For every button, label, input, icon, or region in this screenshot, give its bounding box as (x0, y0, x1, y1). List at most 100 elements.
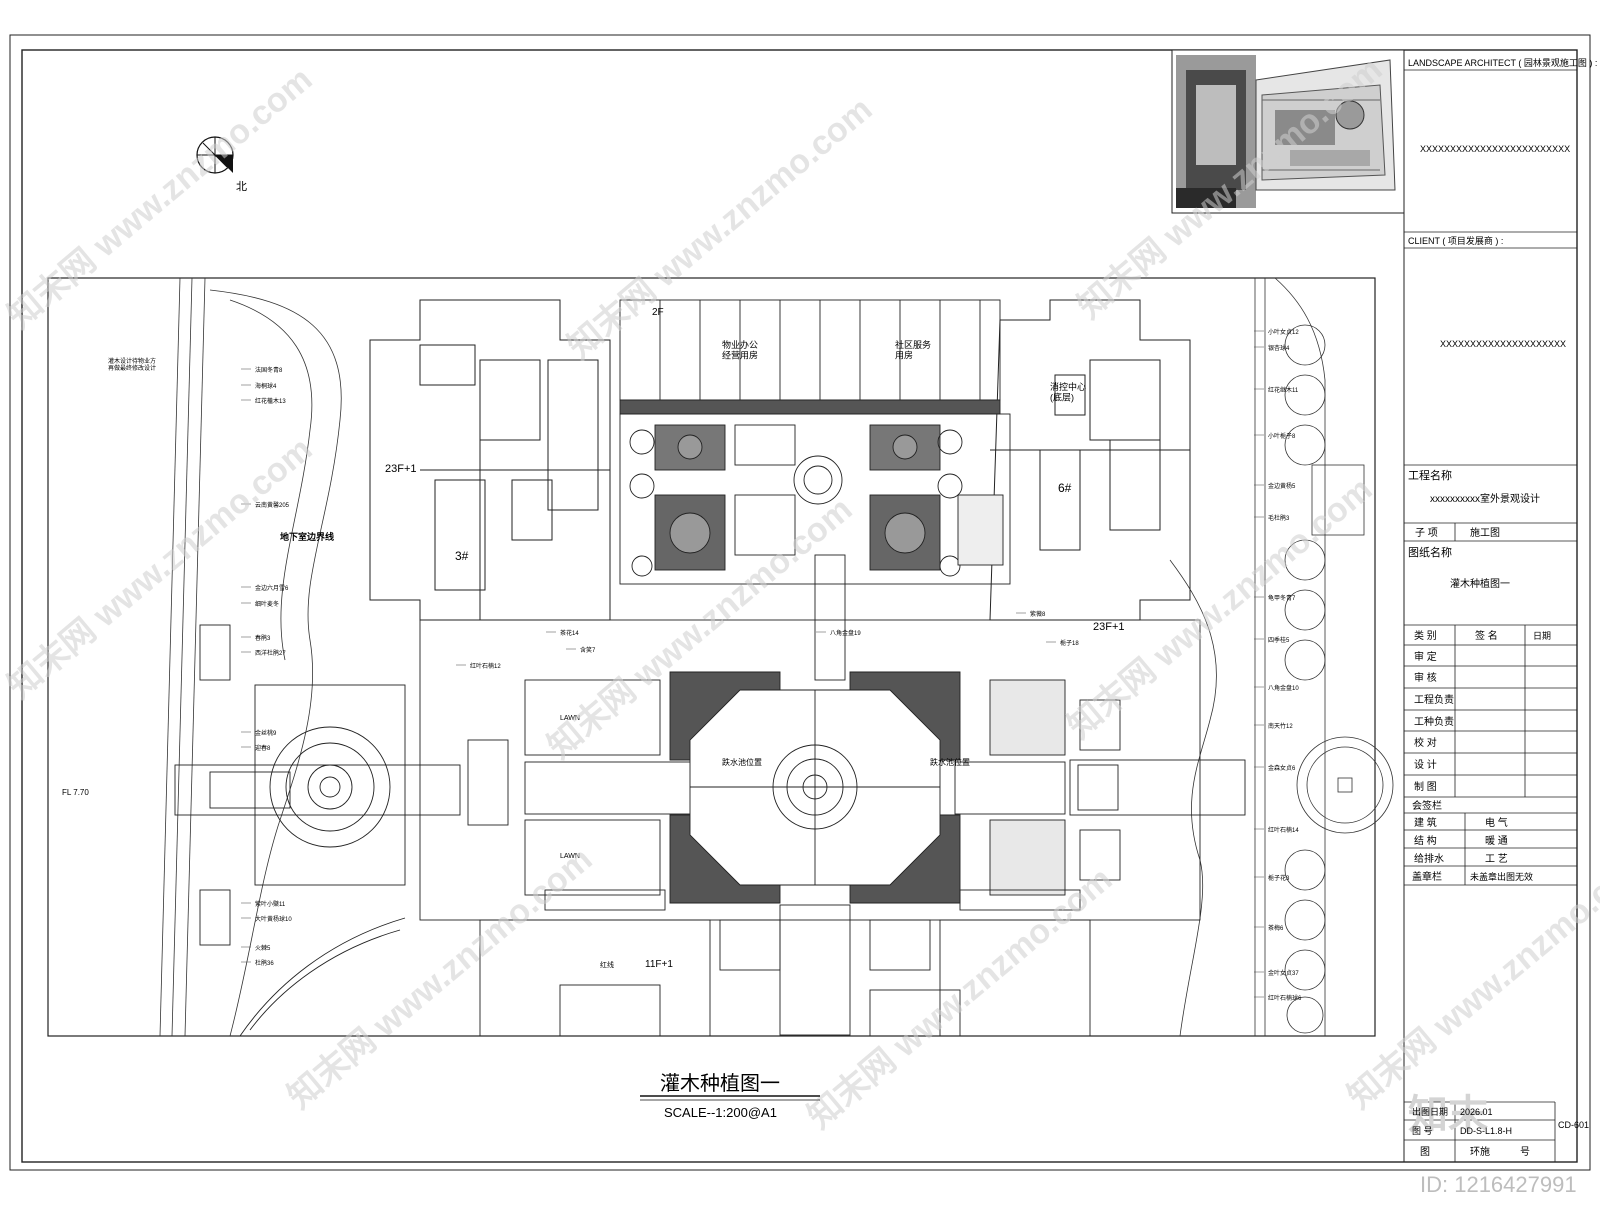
sign-row: 审 核 (1414, 671, 1437, 684)
plant-callout-label: 海桐球4 (255, 382, 277, 390)
building-6-tag: 6# (1058, 481, 1072, 495)
plant-callout-label: 茶梅6 (1268, 924, 1284, 932)
plant-callout-label: 栀子18 (1060, 639, 1079, 647)
plant-callout-label: 红花檵木13 (255, 397, 286, 405)
east-entry (1069, 699, 1246, 881)
plant-callout-label: 金森女贞6 (1268, 764, 1296, 772)
sign-row: 工种负责 (1414, 715, 1454, 728)
seal-value: 未盖章出图无效 (1470, 871, 1533, 882)
main-title: 灌木种植图一 (660, 1072, 780, 1095)
stamp-text: 知末 (1408, 1093, 1488, 1137)
plant-callout-label: 大叶黄杨球10 (255, 915, 292, 923)
building-6-floors: 23F+1 (1093, 621, 1125, 633)
sign-header-date: 日期 (1533, 631, 1551, 641)
image-id: ID: 1216427991 (1420, 1172, 1577, 1197)
plant-callout-label: 西洋杜鹃27 (255, 649, 286, 657)
second-floor-label: 2F (652, 307, 664, 318)
central-plaza (419, 619, 1201, 1036)
sign-row: 制 图 (1414, 780, 1437, 793)
north-label: 北 (236, 180, 247, 193)
sign-header-signature: 签 名 (1475, 629, 1498, 642)
discipline: 建 筑 (1414, 816, 1437, 829)
plant-callout-label: 金叶女贞37 (1268, 969, 1299, 977)
plant-callout-label: 小叶女贞12 (1268, 328, 1299, 336)
sub-item-label: 子 项 (1415, 527, 1438, 539)
plant-callout-label: 红叶石楠14 (1268, 826, 1299, 834)
lower-area (239, 917, 1091, 1037)
plant-callout-label: 南天竹12 (1268, 722, 1293, 730)
drawing-no-value: DD-S-L1.8-H (1460, 1126, 1512, 1136)
elevation-label: FL 7.70 (62, 788, 89, 797)
pool-position-label-1: 跌水池位置 (722, 757, 762, 767)
plant-callout-label: 毛杜鹃3 (1268, 514, 1290, 522)
basement-line-label: 地下室边界线 (280, 531, 334, 542)
pool-position-label-2: 跌水池位置 (930, 757, 970, 767)
plant-callout-label: 火棘5 (255, 944, 271, 952)
client-value: XXXXXXXXXXXXXXXXXXXXX (1440, 339, 1566, 349)
sign-row: 工程负责 (1414, 693, 1454, 706)
project-name-label: 工程名称 (1408, 468, 1452, 482)
watermark: 知末网 www.znzmo.com (1061, 470, 1380, 746)
site-boundary (159, 277, 1326, 1037)
plant-callout-label: 红叶石楠球6 (1268, 994, 1302, 1002)
podium-floors-label: 11F+1 (645, 959, 673, 970)
scale-label: SCALE--1:200@A1 (664, 1105, 777, 1120)
bottom-label: 号 (1520, 1146, 1530, 1158)
architect-value: XXXXXXXXXXXXXXXXXXXXXXXXX (1420, 144, 1570, 154)
date-label: 出图日期 (1412, 1106, 1448, 1117)
plant-callout-label: 迎春8 (255, 744, 271, 752)
seal-label: 盖章栏 (1412, 870, 1442, 883)
plant-callout-label: 八角金盘10 (1268, 684, 1299, 692)
watermark: 知末网 www.znzmo.com (561, 90, 880, 366)
plant-callout-label: 四季桂5 (1268, 636, 1290, 644)
plant-callout-label: 栀子花3 (1268, 874, 1290, 882)
plant-callout-label: 茶花14 (560, 629, 579, 637)
lawn-label-1: LAWN (560, 715, 580, 722)
plant-callout-label: 金丝桃9 (255, 729, 277, 737)
plant-callout-label: 金边黄杨5 (1268, 482, 1296, 490)
plant-callout-label: 杜鹃36 (255, 959, 274, 967)
discipline: 电 气 (1485, 816, 1508, 829)
sub-item-value: 施工图 (1470, 526, 1500, 539)
plant-callout-label: 红花继木11 (1268, 386, 1299, 394)
property-office-label: 物业办公经营用房 (722, 339, 758, 360)
plant-callout-label: 八角金盘19 (830, 629, 861, 637)
countersign-label: 会签栏 (1412, 799, 1442, 812)
plant-callout-label: 紫叶小檗11 (255, 900, 286, 908)
building-3-tag: 3# (455, 549, 469, 563)
sign-row: 校 对 (1414, 736, 1437, 749)
building-3-floors: 23F+1 (385, 463, 417, 475)
bottom-label: 环施 (1470, 1145, 1490, 1158)
plant-callout-label: 龟甲冬青7 (1268, 594, 1296, 602)
stamp-logo: 知末 (1408, 1093, 1488, 1137)
sign-row: 审 定 (1414, 650, 1437, 663)
plant-callout-label: 紫薇8 (1030, 610, 1046, 618)
drawing-code: CD-601 (1558, 1120, 1589, 1130)
plant-callout-label: 红叶石楠12 (470, 662, 501, 670)
building-6 (989, 299, 1191, 621)
red-line-label: 红线 (600, 960, 614, 969)
plant-label-layer: 小叶女贞12银杏球4红花继木11小叶栀子8金边黄杨5毛杜鹃3龟甲冬青7四季桂5八… (241, 328, 1302, 1002)
project-name-value: xxxxxxxxxx室外景观设计 (1430, 492, 1540, 505)
drawing-name-label: 图纸名称 (1408, 545, 1452, 559)
plant-callout-label: 银杏球4 (1268, 344, 1290, 352)
fire-control-label: 消控中心(底层) (1050, 381, 1086, 402)
sign-header-category: 类 别 (1414, 629, 1437, 642)
plant-callout-label: 春鹃3 (255, 634, 271, 642)
north-arrow-icon (196, 136, 234, 174)
plant-callout-label: 细叶麦冬 (255, 600, 279, 608)
title-block (1404, 69, 1577, 1162)
plant-callout-label: 含笑7 (580, 646, 596, 654)
drawing-name-value: 灌木种植图一 (1450, 577, 1510, 590)
discipline: 结 构 (1414, 834, 1437, 847)
discipline: 工 艺 (1485, 853, 1508, 865)
discipline: 暖 通 (1485, 834, 1508, 847)
lawn-label-2: LAWN (560, 853, 580, 860)
date-value: 2026.01 (1460, 1107, 1493, 1117)
discipline: 给排水 (1414, 852, 1444, 865)
landscape-architect-label: LANDSCAPE ARCHITECT ( 园林景观施工图 ) : (1408, 57, 1597, 68)
community-service-label: 社区服务用房 (895, 339, 931, 360)
design-note-label: 灌木设计待物业方再做最终修改设计 (108, 357, 156, 372)
inner-frame (21, 49, 1578, 1163)
